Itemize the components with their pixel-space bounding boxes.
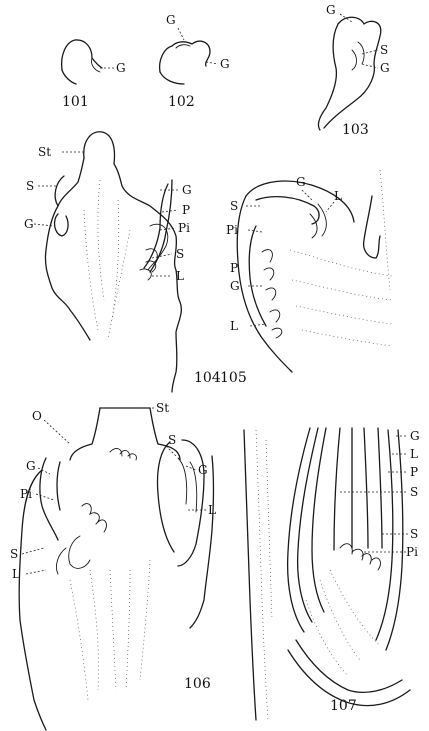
label-s: S bbox=[380, 43, 388, 57]
label-s: S bbox=[176, 247, 184, 261]
label-g: G bbox=[410, 429, 420, 443]
label-g: G bbox=[230, 279, 240, 293]
figure-106: O St G S G Pi L S L 106 bbox=[10, 401, 216, 730]
label-g: G bbox=[380, 61, 390, 75]
figure-103: G S G 103 bbox=[318, 3, 389, 138]
label-s: S bbox=[168, 433, 176, 447]
label-s: S bbox=[10, 547, 18, 561]
label-g: G bbox=[26, 459, 36, 473]
label-o: O bbox=[32, 409, 42, 423]
figure-101: G 101 bbox=[62, 40, 126, 110]
figure-104: St S G G P Pi S L 104 bbox=[24, 132, 221, 392]
label-g: G bbox=[220, 57, 230, 71]
label-g: G bbox=[326, 3, 336, 17]
figure-number: 103 bbox=[342, 122, 369, 138]
label-l: L bbox=[230, 319, 238, 333]
label-g: G bbox=[166, 13, 176, 27]
label-s: S bbox=[230, 199, 238, 213]
label-st: St bbox=[156, 401, 169, 415]
label-g: G bbox=[116, 61, 126, 75]
label-pi: Pi bbox=[178, 221, 190, 235]
label-l: L bbox=[334, 189, 342, 203]
label-s: S bbox=[410, 527, 418, 541]
label-p: P bbox=[410, 465, 418, 479]
label-g: G bbox=[24, 217, 34, 231]
figure-number: 104 bbox=[194, 370, 221, 386]
figure-102: G G 102 bbox=[160, 13, 230, 110]
label-pi: Pi bbox=[20, 487, 32, 501]
label-l: L bbox=[410, 447, 418, 461]
label-l: L bbox=[12, 567, 20, 581]
label-s: S bbox=[26, 179, 34, 193]
figure-number: 102 bbox=[168, 94, 195, 110]
figure-107: G L P S S Pi 107 bbox=[244, 428, 420, 720]
label-st: St bbox=[38, 145, 51, 159]
label-pi: Pi bbox=[226, 223, 238, 237]
label-l: L bbox=[208, 503, 216, 517]
figure-number: 101 bbox=[62, 94, 89, 110]
label-g: G bbox=[296, 175, 306, 189]
label-g: G bbox=[182, 183, 192, 197]
figure-number: 105 bbox=[220, 370, 247, 386]
label-l: L bbox=[176, 269, 184, 283]
figure-number: 106 bbox=[184, 676, 211, 692]
label-s: S bbox=[410, 485, 418, 499]
figure-105: S G L Pi P G L 105 bbox=[220, 170, 392, 386]
figure-number: 107 bbox=[330, 698, 357, 714]
label-pi: Pi bbox=[406, 545, 418, 559]
label-p: P bbox=[230, 261, 238, 275]
label-g: G bbox=[198, 463, 208, 477]
label-p: P bbox=[182, 203, 190, 217]
